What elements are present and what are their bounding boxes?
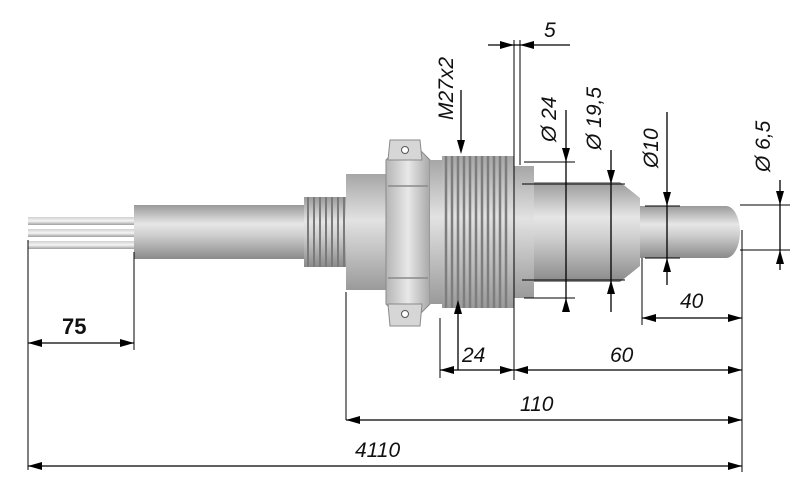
dim-dia195: [607, 150, 615, 312]
label-24: 24: [461, 344, 485, 367]
flange: [514, 166, 534, 298]
dim-75: [28, 339, 134, 347]
wire-1: [28, 217, 134, 225]
dim-24-length: [440, 300, 514, 374]
label-dia10: Ø10: [640, 128, 663, 169]
main-thread: [442, 156, 514, 308]
dim-40: [642, 314, 742, 322]
label-dia24: Ø 24: [538, 96, 561, 143]
label-dia195: Ø 19,5: [583, 87, 606, 151]
sensor-body: [28, 139, 740, 327]
nut-body: [346, 174, 386, 290]
probe-tip: [726, 206, 740, 258]
probe: [640, 206, 726, 258]
dim-60: [514, 366, 742, 374]
label-110: 110: [520, 393, 554, 416]
label-60: 60: [610, 344, 634, 367]
cable-sheath: [134, 205, 304, 259]
label-4110: 4110: [355, 439, 400, 462]
label-thread: M27x2: [435, 57, 458, 120]
small-thread: [304, 197, 346, 267]
dimension-labels: 75 24 60 40 110 4110 5 M27x2 Ø 24 Ø 19,5…: [62, 19, 775, 462]
lock-tab-top: [387, 139, 423, 161]
hex-nut: [385, 149, 431, 315]
stem: [534, 182, 640, 282]
label-40: 40: [680, 290, 704, 313]
wire-3: [28, 241, 134, 249]
dim-4110: [28, 462, 742, 470]
label-5: 5: [544, 19, 556, 42]
label-75: 75: [62, 314, 86, 339]
dim-dia24: [562, 110, 570, 312]
lock-tab-bottom: [387, 303, 423, 327]
dim-5: [488, 41, 570, 49]
label-dia65: Ø 6,5: [752, 120, 775, 173]
dim-dia10: [663, 112, 671, 285]
dim-thread-leader: [457, 90, 465, 154]
dim-110: [346, 416, 742, 424]
collar: [430, 160, 442, 304]
wire-2: [28, 229, 134, 237]
dimensions: [27, 40, 790, 472]
dim-dia65: [776, 180, 784, 270]
